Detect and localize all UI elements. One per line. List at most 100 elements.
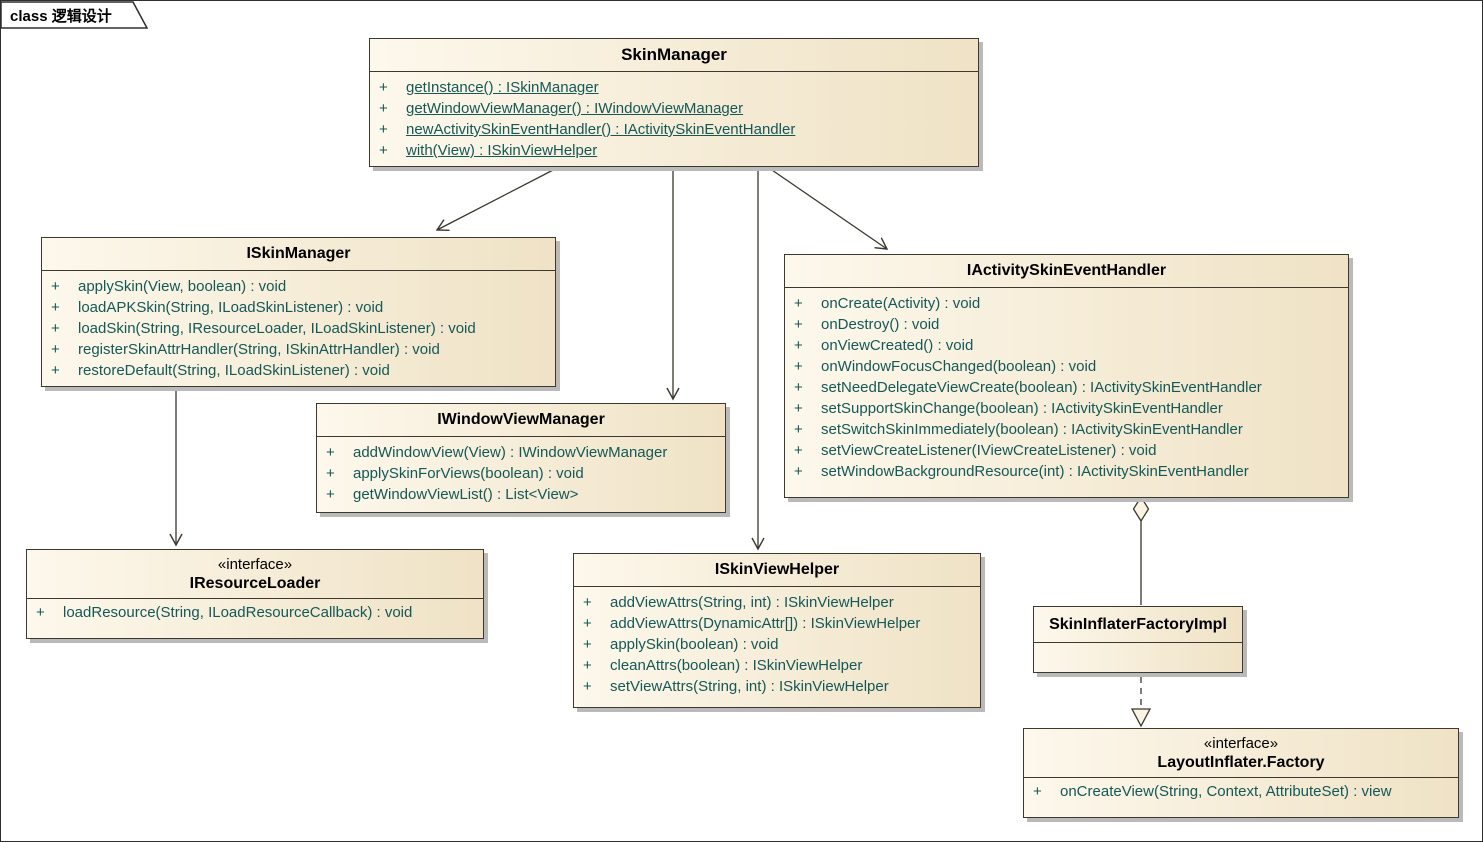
visibility-marker: + [794,442,803,459]
method-signature: getWindowViewManager() : IWindowViewMana… [406,100,744,117]
method-row: +setWindowBackgroundResource(int) : IAct… [785,461,1348,482]
method-signature: with(View) : ISkinViewHelper [406,142,598,159]
visibility-marker: + [379,121,388,138]
method-signature: applySkinForViews(boolean) : void [353,465,584,482]
visibility-marker: + [794,400,803,417]
visibility-marker: + [379,100,388,117]
method-signature: registerSkinAttrHandler(String, ISkinAtt… [78,341,440,358]
visibility-marker: + [794,316,803,333]
method-row: + applySkinForViews(boolean) : void [317,463,725,484]
visibility-marker: + [794,421,803,438]
method-signature: addWindowView(View) : IWindowViewManager [353,444,668,461]
stereotype-label: «interface» [1203,734,1279,752]
methods-compartment: + addWindowView(View) : IWindowViewManage… [317,437,725,505]
class-name: IActivitySkinEventHandler [966,262,1167,279]
method-row: + addViewAttrs(String, int) : ISkinViewHe… [574,592,980,613]
class-title: IWindowViewManager [317,404,725,437]
class-name: ISkinViewHelper [714,561,840,578]
method-signature: restoreDefault(String, ILoadSkinListener… [78,362,390,379]
interface-iresourceloader[interactable]: «interface» IResourceLoader +loadResourc… [26,549,484,639]
class-title: ISkinViewHelper [574,554,980,587]
methods-compartment: +loadResource(String, ILoadResourceCallb… [27,599,483,623]
class-iactivityskineventhandler[interactable]: IActivitySkinEventHandler +onCreate(Acti… [784,254,1349,498]
methods-compartment: +getInstance() : ISkinManager+getWindowV… [370,72,978,161]
method-row: +addWindowView(View) : IWindowViewManage… [317,442,725,463]
visibility-marker: + [1033,783,1042,800]
visibility-marker: + [794,337,803,354]
method-signature: onCreate(Activity) : void [821,295,981,312]
method-signature: loadResource(String, ILoadResourceCallba… [63,604,413,621]
class-title: SkinManager [370,39,978,72]
class-iskinviewhelper[interactable]: ISkinViewHelper + addViewAttrs(String, in… [573,553,981,708]
method-row: + setViewCreateListener(IViewCreateListen… [785,440,1348,461]
class-iskinmanager[interactable]: ISkinManager + applySkin(View, boolean) :… [41,237,556,387]
method-row: + loadSkin(String, IResourceLoader, ILoad… [42,318,555,339]
method-signature: setViewCreateListener(IViewCreateListene… [821,442,1157,459]
method-signature: setViewAttrs(String, int) : ISkinViewHel… [610,678,889,695]
method-signature: setNeedDelegateViewCreate(boolean) : IAc… [821,379,1262,396]
realization-skininflaterfactoryimpl-layoutinflaterfactory[interactable] [1130,677,1152,728]
methods-compartment [1034,643,1242,648]
visibility-marker: + [51,320,60,337]
method-row: + onWindowFocusChanged(boolean) : void [785,356,1348,377]
method-signature: loadSkin(String, IResourceLoader, ILoadS… [78,320,476,337]
method-row: +onCreate(Activity) : void [785,293,1348,314]
visibility-marker: + [583,615,592,632]
visibility-marker: + [51,362,60,379]
method-signature: addViewAttrs(DynamicAttr[]) : ISkinViewH… [610,615,921,632]
method-signature: onWindowFocusChanged(boolean) : void [821,358,1097,375]
methods-compartment: + addViewAttrs(String, int) : ISkinViewHe… [574,587,980,697]
method-signature: setWindowBackgroundResource(int) : IActi… [821,463,1249,480]
visibility-marker: + [326,465,335,482]
methods-compartment: + applySkin(View, boolean) : void + loadAPK… [42,271,555,381]
method-signature: onViewCreated() : void [821,337,974,354]
method-row: + restoreDefault(String, ILoadSkinListene… [42,360,555,381]
hollow-triangle-icon [1130,708,1152,728]
method-row: + getWindowViewList() : List<View> [317,484,725,505]
method-row: + setViewAttrs(String, int) : ISkinViewHe… [574,676,980,697]
method-row: + addViewAttrs(DynamicAttr[]) : ISkinView… [574,613,980,634]
method-row: + onDestroy() : void [785,314,1348,335]
method-signature: applySkin(View, boolean) : void [78,278,287,295]
method-row: +newActivitySkinEventHandler() : IActivi… [370,119,978,140]
class-skininflaterfactoryimpl[interactable]: SkinInflaterFactoryImpl [1033,606,1243,673]
method-row: + onViewCreated() : void [785,335,1348,356]
visibility-marker: + [51,341,60,358]
method-row: + getWindowViewManager() : IWindowViewMan… [370,98,978,119]
visibility-marker: + [583,594,592,611]
visibility-marker: + [583,657,592,674]
visibility-marker: + [326,486,335,503]
visibility-marker: + [794,358,803,375]
visibility-marker: + [51,278,60,295]
class-iwindowviewmanager[interactable]: IWindowViewManager + addWindowView(View) … [316,403,726,513]
diagram-title: class 逻辑设计 [10,8,112,25]
method-row: + registerSkinAttrHandler(String, ISkinAt… [42,339,555,360]
association-skinmanager-to-iskinmanager[interactable] [435,167,558,231]
method-signature: onDestroy() : void [821,316,940,333]
visibility-marker: + [583,678,592,695]
method-signature: addViewAttrs(String, int) : ISkinViewHel… [610,594,894,611]
method-row: +with(View) : ISkinViewHelper [370,140,978,161]
class-name: IResourceLoader [189,574,321,592]
class-title: ISkinManager [42,238,555,271]
method-row: +getInstance() : ISkinManager [370,77,978,98]
aggregation-iactivityskineventhandler-skininflaterfactoryimpl[interactable] [1132,495,1150,605]
method-signature: getInstance() : ISkinManager [406,79,599,96]
class-title: «interface» LayoutInflater.Factory [1024,729,1458,778]
visibility-marker: + [51,299,60,316]
method-signature: getWindowViewList() : List<View> [353,486,579,503]
class-title: SkinInflaterFactoryImpl [1034,607,1242,643]
class-title: IActivitySkinEventHandler [785,255,1348,288]
hollow-diamond-icon [1132,495,1150,523]
method-row: + cleanAttrs(boolean) : ISkinViewHelper [574,655,980,676]
method-signature: loadAPKSkin(String, ILoadSkinListener) :… [78,299,384,316]
frame-tab[interactable] [1,1,161,33]
association-skinmanager-to-iactivityskineventhandler[interactable] [768,167,889,250]
method-signature: cleanAttrs(boolean) : ISkinViewHelper [610,657,863,674]
methods-compartment: +onCreate(Activity) : void+onDestroy() :… [785,288,1348,482]
class-name: LayoutInflater.Factory [1157,753,1325,771]
method-signature: applySkin(boolean) : void [610,636,779,653]
class-skinmanager[interactable]: SkinManager +getInstance() : ISkinManage… [369,38,979,167]
interface-layoutinflater-factory[interactable]: «interface» LayoutInflater.Factory +onCr… [1023,728,1459,818]
